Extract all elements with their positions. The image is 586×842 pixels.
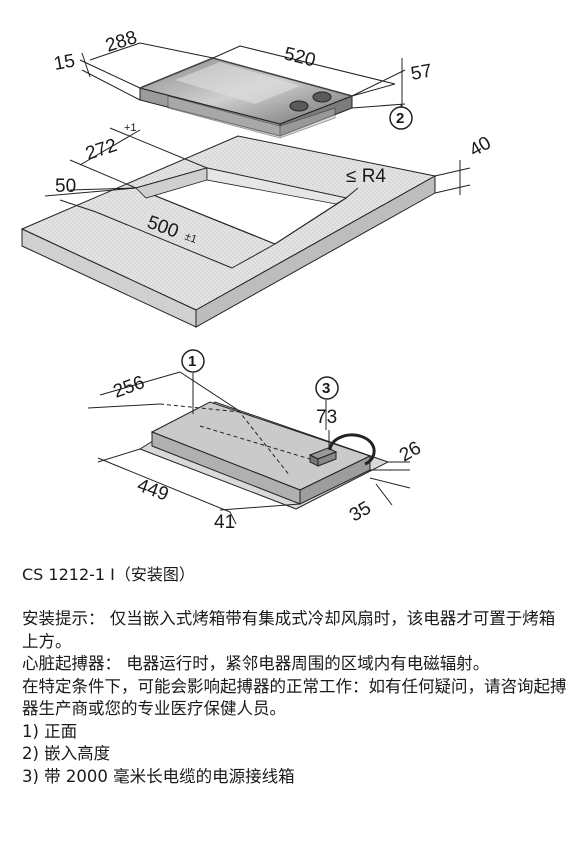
installation-notes: 安装提示： 仅当嵌入式烤箱带有集成式冷却风扇时，该电器才可置于烤箱上方。 心脏起… bbox=[22, 608, 567, 788]
installation-diagram: 15 288 520 57 272 +1 50 500 ±1 ≤ R4 40 2 bbox=[20, 27, 495, 533]
power-cable-icon bbox=[328, 433, 376, 466]
dim-520: 520 bbox=[282, 43, 318, 71]
dim-73: 73 bbox=[316, 407, 337, 428]
legend-item-3: 3) 带 2000 毫米长电缆的电源接线箱 bbox=[22, 766, 295, 786]
dim-41: 41 bbox=[214, 512, 235, 533]
top-dimension-lines bbox=[44, 42, 471, 269]
callout-3: 3 bbox=[315, 376, 339, 400]
dim-40: 40 bbox=[466, 133, 495, 162]
svg-text:1: 1 bbox=[188, 353, 196, 370]
dim-288: 288 bbox=[103, 27, 140, 57]
callout-1: 1 bbox=[181, 349, 205, 373]
dim-272-tolerance: +1 bbox=[124, 122, 137, 134]
legend-item-2: 2) 嵌入高度 bbox=[22, 744, 111, 763]
dim-272: 272 bbox=[83, 135, 120, 165]
legend-item-1: 1) 正面 bbox=[22, 721, 78, 741]
dim-50: 50 bbox=[55, 176, 76, 197]
dim-256: 256 bbox=[111, 372, 148, 403]
callout-2: 2 bbox=[389, 104, 413, 130]
dim-449: 449 bbox=[134, 475, 171, 506]
figure-caption: CS 1212-1 I（安装图） bbox=[22, 565, 195, 584]
dim-15: 15 bbox=[52, 51, 76, 75]
note-conditions: 在特定条件下，可能会影响起搏器的正常工作：如有任何疑问，请咨询起搏器生产商或您的… bbox=[22, 676, 567, 719]
dim-57: 57 bbox=[409, 61, 433, 85]
radius-r4-label: ≤ R4 bbox=[346, 166, 386, 187]
dim-500-tolerance: ±1 bbox=[183, 231, 199, 246]
control-knob-icon bbox=[312, 91, 332, 103]
svg-text:2: 2 bbox=[396, 110, 404, 127]
svg-text:3: 3 bbox=[322, 380, 330, 397]
bottom-dimension-lines bbox=[87, 371, 411, 525]
control-knob-icon bbox=[289, 100, 309, 112]
worktop-cutout bbox=[20, 135, 437, 328]
dim-35: 35 bbox=[346, 498, 375, 527]
note-installation-hint: 安装提示： 仅当嵌入式烤箱带有集成式冷却风扇时，该电器才可置于烤箱上方。 bbox=[22, 609, 556, 651]
hob-bottom-view bbox=[138, 401, 390, 510]
hob-top-view bbox=[138, 57, 354, 139]
note-pacemaker: 心脏起搏器： 电器运行时，紧邻电器周围的区域内有电磁辐射。 bbox=[22, 654, 490, 673]
